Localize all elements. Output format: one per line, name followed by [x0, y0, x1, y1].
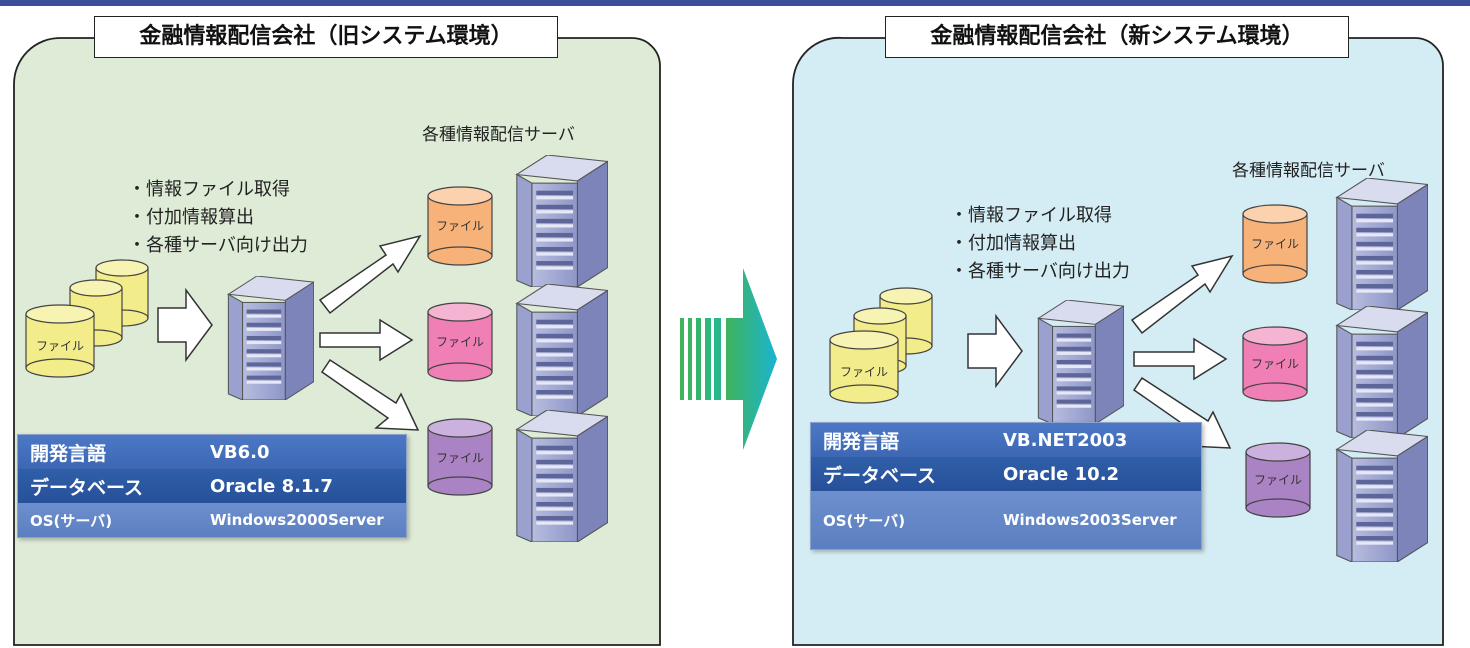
new-source-files: ファイル — [829, 287, 933, 404]
spec-label: OS(サーバ) — [30, 511, 113, 530]
new-spec-row-os: OS(サーバ) Windows2003Server — [811, 491, 1201, 549]
new-source-file-label: ファイル — [840, 365, 888, 379]
svg-text:ファイル: ファイル — [436, 451, 484, 465]
svg-text:ファイル: ファイル — [436, 219, 484, 233]
old-spec-row-database: データベース Oracle 8.1.7 — [18, 469, 406, 503]
old-source-file-label: ファイル — [36, 339, 84, 353]
svg-text:ファイル: ファイル — [436, 335, 484, 349]
new-spec-row-language: 開発言語 VB.NET2003 — [811, 423, 1201, 457]
old-bullet-3: ・各種サーバ向け出力 — [128, 235, 308, 256]
new-bullet-1: ・情報ファイル取得 — [950, 205, 1112, 226]
new-process-list: ・情報ファイル取得 ・付加情報算出 ・各種サーバ向け出力 — [950, 202, 1130, 286]
spec-value: VB6.0 — [210, 441, 270, 463]
new-file-purple: ファイル — [1245, 442, 1311, 518]
spec-value: Windows2000Server — [210, 511, 384, 529]
old-output-arrow-down — [320, 358, 420, 431]
new-dist-server-2 — [1336, 306, 1428, 438]
old-input-arrow — [157, 287, 213, 363]
old-source-files: ファイル — [25, 259, 149, 378]
old-dist-server-2 — [516, 284, 608, 416]
old-dist-server-1 — [516, 155, 608, 287]
spec-label: OS(サーバ) — [823, 511, 906, 530]
spec-label: 開発言語 — [30, 442, 107, 465]
new-output-arrow-mid — [1133, 337, 1228, 381]
old-servers-heading: 各種情報配信サーバ — [422, 125, 575, 145]
spec-value: Windows2003Server — [1003, 511, 1177, 529]
old-file-orange: ファイル — [427, 186, 493, 266]
spec-value: Oracle 8.1.7 — [210, 475, 333, 497]
old-spec-table: 開発言語 VB6.0 データベース Oracle 8.1.7 OS(サーバ) W… — [17, 434, 407, 538]
spec-value: Oracle 10.2 — [1003, 463, 1120, 485]
old-panel-title: 金融情報配信会社（旧システム環境） — [94, 16, 558, 58]
new-file-pink: ファイル — [1242, 326, 1308, 402]
spec-value: VB.NET2003 — [1003, 429, 1128, 451]
new-output-arrow-up — [1130, 254, 1234, 335]
new-spec-row-database: データベース Oracle 10.2 — [811, 457, 1201, 491]
old-spec-row-language: 開発言語 VB6.0 — [18, 435, 406, 469]
old-process-list: ・情報ファイル取得 ・付加情報算出 ・各種サーバ向け出力 — [128, 176, 308, 260]
svg-text:ファイル: ファイル — [1251, 357, 1299, 371]
new-panel-title: 金融情報配信会社（新システム環境） — [885, 16, 1349, 58]
svg-text:ファイル: ファイル — [1254, 473, 1302, 487]
new-central-server — [1037, 300, 1124, 424]
old-dist-server-3 — [516, 410, 608, 542]
new-dist-server-3 — [1336, 430, 1428, 562]
spec-label: データベース — [823, 464, 937, 487]
old-file-pink: ファイル — [427, 302, 493, 382]
svg-text:ファイル: ファイル — [1251, 237, 1299, 251]
old-output-arrow-mid — [319, 318, 414, 362]
old-spec-row-os: OS(サーバ) Windows2000Server — [18, 503, 406, 537]
new-bullet-2: ・付加情報算出 — [950, 233, 1076, 254]
new-servers-heading: 各種情報配信サーバ — [1232, 161, 1385, 181]
old-bullet-2: ・付加情報算出 — [128, 207, 254, 228]
old-output-arrow-up — [318, 234, 422, 315]
old-file-purple: ファイル — [427, 418, 493, 496]
old-bullet-1: ・情報ファイル取得 — [128, 179, 290, 200]
top-border-line — [0, 0, 1470, 6]
old-central-server — [227, 276, 314, 400]
new-spec-table: 開発言語 VB.NET2003 データベース Oracle 10.2 OS(サー… — [810, 422, 1202, 550]
spec-label: 開発言語 — [823, 430, 900, 453]
new-dist-server-1 — [1336, 178, 1428, 310]
spec-label: データベース — [30, 476, 144, 499]
new-input-arrow — [967, 313, 1023, 389]
migration-arrow — [680, 268, 777, 450]
new-file-orange: ファイル — [1242, 204, 1308, 284]
new-bullet-3: ・各種サーバ向け出力 — [950, 261, 1130, 282]
